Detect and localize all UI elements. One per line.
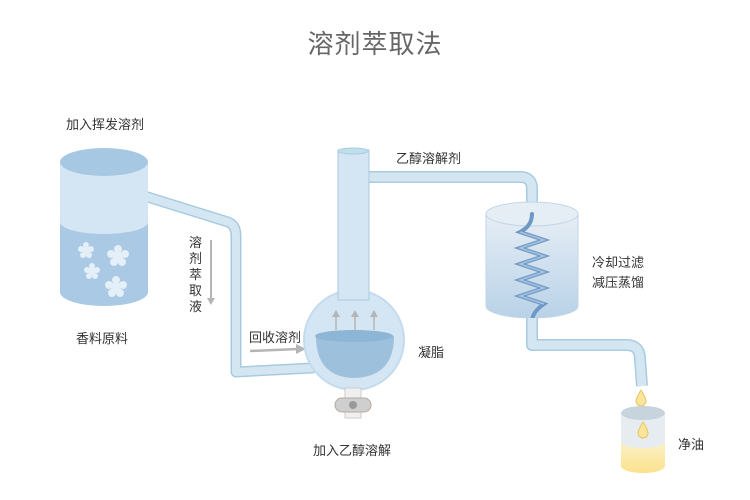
vapor-arrows	[332, 310, 378, 330]
label-pure-oil: 净油	[678, 438, 705, 453]
diagram-title: 溶剂萃取法	[307, 30, 443, 60]
pipe-condenser-to-oil	[526, 318, 648, 387]
label-ethanol-solvent: 乙醇溶解剂	[396, 152, 462, 167]
extraction-flask	[303, 147, 405, 391]
flower-icon	[84, 263, 100, 279]
oil-drop-icon	[635, 389, 647, 407]
label-add-volatile-solvent: 加入挥发溶剂	[66, 118, 145, 133]
label-vacuum-distill: 减压蒸馏	[592, 276, 645, 291]
label-add-ethanol: 加入乙醇溶解	[313, 444, 392, 459]
label-cool-filter: 冷却过滤	[592, 256, 645, 271]
label-concrete: 凝脂	[418, 346, 445, 361]
label-solvent-extract: 溶剂萃取液	[189, 236, 203, 315]
flower-icon	[107, 245, 129, 266]
label-recover-solvent: 回收溶剂	[249, 331, 302, 346]
label-raw-material: 香料原料	[76, 332, 129, 347]
valve	[334, 387, 372, 419]
recover-arrow	[249, 344, 306, 354]
extract-down-arrow	[207, 240, 215, 305]
raw-material-tank	[60, 148, 148, 306]
pipe-tank-to-flask	[132, 188, 318, 378]
flower-icon	[105, 276, 127, 297]
flower-icon	[78, 242, 94, 258]
pipe-column-to-condenser	[360, 171, 538, 218]
condenser	[485, 201, 579, 324]
oil-drop-icon	[637, 421, 649, 439]
flower-icons	[78, 242, 129, 297]
oil-jar	[621, 406, 665, 473]
